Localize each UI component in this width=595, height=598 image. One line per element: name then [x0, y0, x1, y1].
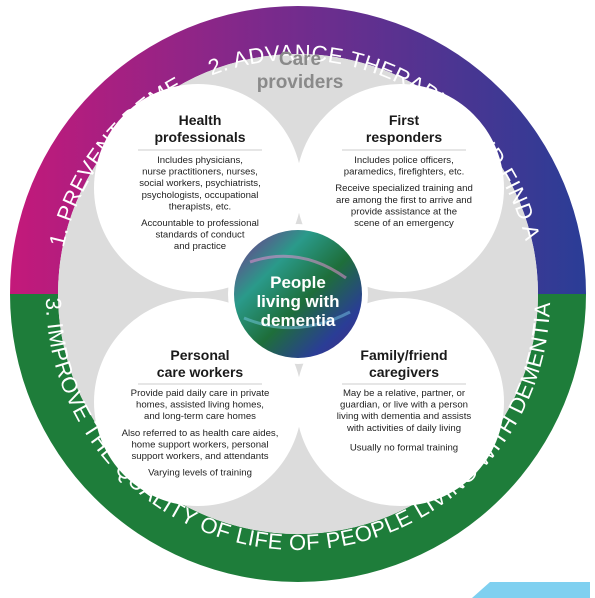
card-family-caregivers: Family/friend caregivers May be a relati… [296, 298, 504, 506]
center-people-living-with-dementia: People living with dementia [228, 224, 368, 364]
card-personal-care-workers: Personal care workers Provide paid daily… [94, 298, 302, 506]
corner-tab [472, 582, 590, 598]
personal-p2-line: home support workers, personal [131, 439, 268, 450]
card-first-responders: First responders Includes police officer… [296, 84, 504, 292]
family-p1-line: May be a relative, partner, or [343, 388, 466, 399]
personal-description: Provide paid daily care in privatehomes,… [122, 388, 279, 479]
health-p1-line: nurse practitioners, nurses, [142, 167, 258, 178]
first-description: Includes police officers,paramedics, fir… [335, 155, 473, 229]
care-providers-line2: providers [257, 72, 344, 93]
health-p2-line: Accountable to professional [141, 218, 259, 229]
first-p2-line: are among the first to arrive and [336, 195, 472, 206]
care-providers-line1: Care [279, 49, 321, 70]
health-p1-line: therapists, etc. [169, 201, 231, 212]
family-p1-line: with activities of daily living [346, 423, 461, 434]
personal-p1-line: Provide paid daily care in private [131, 388, 270, 399]
family-p1-line: living with dementia and assists [337, 411, 472, 422]
personal-p2-line: Also referred to as health care aides, [122, 428, 279, 439]
personal-p3-line: Varying levels of training [148, 468, 252, 479]
personal-title-line1: Personal [170, 347, 229, 363]
first-p2-line: Receive specialized training and [335, 183, 473, 194]
health-description: Includes physicians,nurse practitioners,… [139, 155, 261, 252]
health-p1-line: psychologists, occupational [142, 190, 259, 201]
health-p1-line: social workers, psychiatrists, [139, 178, 261, 189]
personal-p1-line: homes, assisted living homes, [136, 400, 264, 411]
personal-p1-line: and long-term care homes [144, 411, 256, 422]
health-title-line1: Health [179, 112, 222, 128]
center-line3: dementia [261, 311, 336, 330]
family-p2-line: Usually no formal training [350, 442, 458, 453]
first-title-line1: First [389, 112, 420, 128]
personal-title-line2: care workers [157, 364, 244, 380]
first-p2-line: scene of an emergency [354, 218, 454, 229]
care-providers-label: Care providers [257, 49, 344, 93]
family-description: May be a relative, partner, orguardian, … [337, 388, 472, 453]
family-p1-line: guardian, or live with a person [340, 400, 468, 411]
first-p1-line: Includes police officers, [354, 155, 454, 166]
ring-bottom-segment [10, 294, 586, 582]
health-p2-line: and practice [174, 241, 226, 252]
health-p1-line: Includes physicians, [157, 155, 243, 166]
family-title-line1: Family/friend [360, 347, 447, 363]
personal-p2-line: support workers, and attendants [131, 451, 268, 462]
health-p2-line: standards of conduct [155, 230, 244, 241]
family-title-line2: caregivers [369, 364, 439, 380]
ring-top-segment [10, 6, 586, 294]
first-p2-line: provide assistance at the [351, 206, 457, 217]
health-title-line2: professionals [154, 129, 245, 145]
center-line2: living with [256, 292, 339, 311]
card-health-professionals: Health professionals Includes physicians… [94, 84, 302, 292]
center-line1: People [270, 273, 326, 292]
first-p1-line: paramedics, firefighters, etc. [344, 167, 465, 178]
outer-ring [10, 6, 586, 582]
first-title-line2: responders [366, 129, 442, 145]
